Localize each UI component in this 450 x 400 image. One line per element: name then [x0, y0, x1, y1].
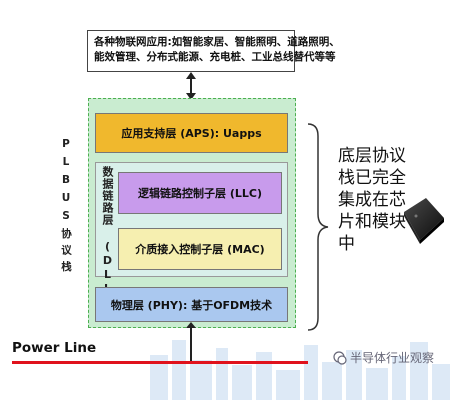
curly-brace-icon [307, 123, 329, 331]
description-line4: 片和模块 [338, 212, 406, 232]
arrow-down-icon [186, 93, 196, 100]
application-text-line1: 各种物联网应用:如智能家居、智能照明、道路照明、 [94, 36, 340, 48]
wechat-icon [333, 350, 347, 365]
power-line [12, 361, 308, 364]
bottom-connector-line [190, 324, 192, 361]
description-line3: 集成在芯 [338, 190, 406, 210]
mac-sublayer: 介质接入控制子层 (MAC) [118, 228, 282, 270]
chip-icon [404, 198, 444, 244]
top-connector-line [190, 75, 192, 98]
plbus-stack-label: PLBUS协议栈 [60, 138, 72, 278]
aps-layer: 应用支持层 (APS): Uapps [95, 113, 288, 153]
phy-layer-label: 物理层 (PHY): 基于OFDM技术 [110, 298, 273, 312]
llc-sublayer-label: 逻辑链路控制子层 (LLC) [138, 187, 262, 200]
description-line5: 中 [338, 234, 355, 254]
watermark-text: 半导体行业观察 [350, 351, 435, 365]
application-text-line2: 能效管理、分布式能源、充电桩、工业总线替代等等 [94, 51, 336, 63]
city-skyline-background [150, 340, 450, 400]
application-box: 各种物联网应用:如智能家居、智能照明、道路照明、 能效管理、分布式能源、充电桩、… [87, 30, 340, 72]
llc-sublayer: 逻辑链路控制子层 (LLC) [118, 172, 282, 214]
description-line1: 底层协议 [338, 146, 406, 166]
aps-layer-label: 应用支持层 (APS): Uapps [121, 127, 262, 140]
arrow-up-small-icon [186, 322, 196, 328]
mac-sublayer-label: 介质接入控制子层 (MAC) [135, 243, 265, 256]
integration-description: 底层协议 栈已完全 集成在芯 片和模块 中 [338, 145, 406, 255]
watermark: 半导体行业观察 [333, 349, 434, 366]
data-link-layer-label: 数据链路层 (DLL) [101, 166, 114, 310]
power-line-label: Power Line [12, 340, 97, 356]
phy-layer: 物理层 (PHY): 基于OFDM技术 [95, 287, 288, 322]
arrow-up-icon [186, 72, 196, 79]
description-line2: 栈已完全 [338, 168, 406, 188]
